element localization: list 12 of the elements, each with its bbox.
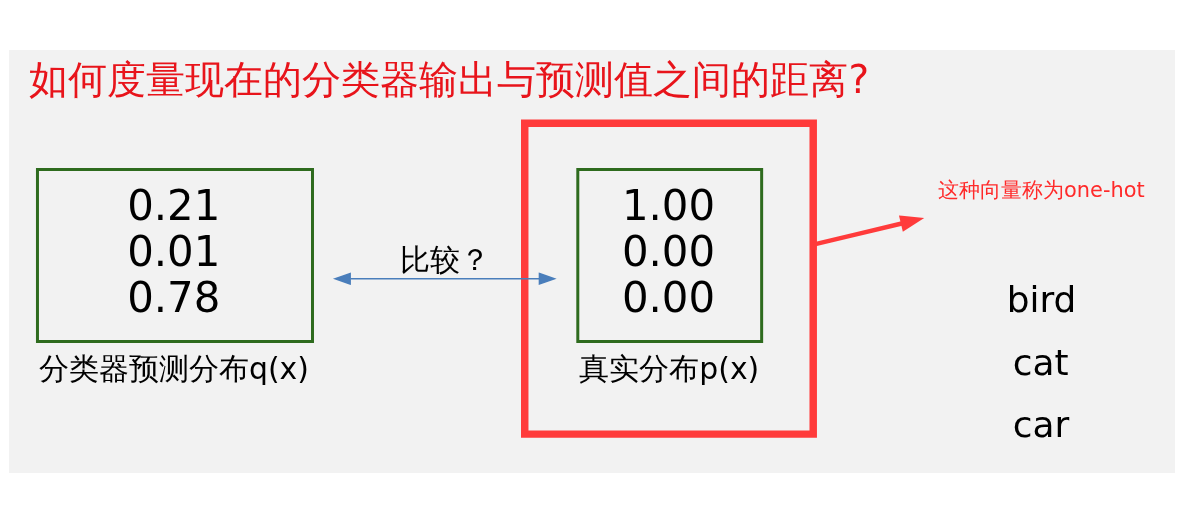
edge-label: 比较？ (399, 241, 490, 277)
node-label: 分类器预测分布q(x) (38, 350, 309, 386)
node-box: 1.00 0.00 0.00 (576, 167, 764, 343)
node-label: 真实分布p(x) (579, 350, 760, 386)
label: bird (1006, 278, 1077, 320)
node-text: 这种向量称为one-hot (938, 177, 1145, 202)
label: car (1012, 403, 1070, 445)
diagram-title: 如何度量现在的分类器输出与预测值之间的距离? (29, 56, 870, 102)
cluster (521, 119, 817, 438)
node-box: 0.21 0.01 0.78 (35, 167, 314, 343)
label: cat (1012, 341, 1069, 383)
arrow (332, 271, 557, 285)
